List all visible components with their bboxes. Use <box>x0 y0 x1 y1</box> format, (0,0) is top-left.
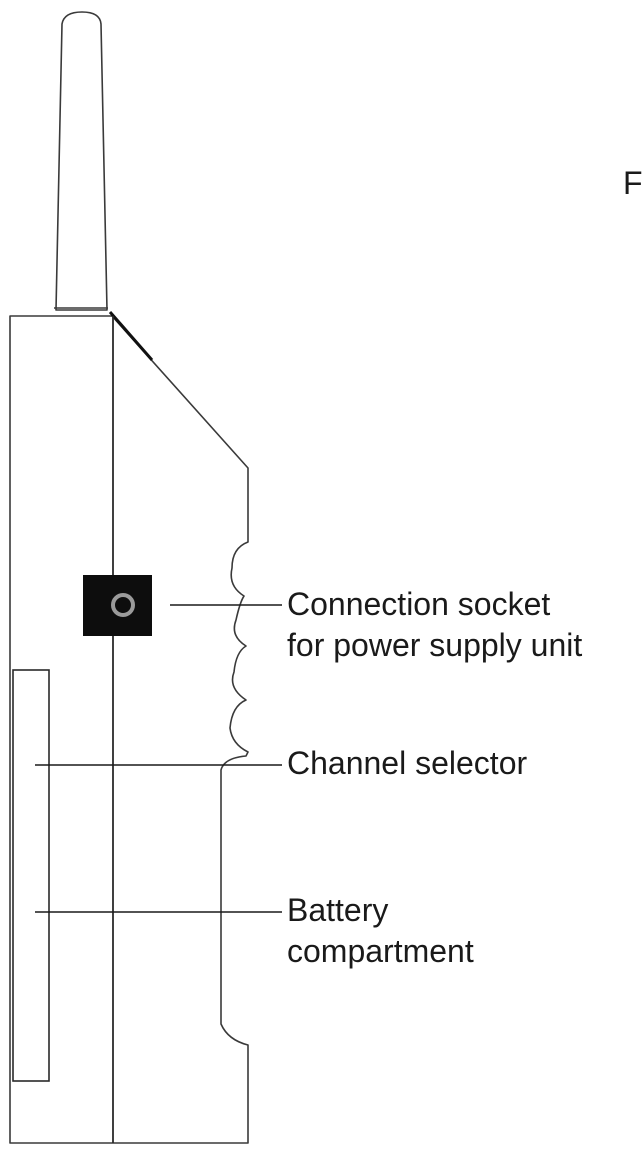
socket-label: Connection socket for power supply unit <box>287 584 582 666</box>
socket-label-line-2: for power supply unit <box>287 627 583 663</box>
antenna-icon <box>55 11 108 311</box>
housing-outline <box>9 315 249 1144</box>
cropped-edge-letter: F <box>623 165 642 201</box>
channel-selector-label-line-1: Channel selector <box>287 745 528 781</box>
battery-compartment-label: Battery compartment <box>287 890 474 972</box>
power-socket-icon <box>111 593 135 617</box>
channel-selector-label: Channel selector <box>287 743 527 784</box>
battery-label-line-1: Battery <box>287 892 389 928</box>
socket-label-line-1: Connection socket <box>287 586 551 622</box>
battery-label-line-2: compartment <box>287 933 474 969</box>
battery-compartment <box>12 669 50 1082</box>
front-seam <box>108 311 154 361</box>
